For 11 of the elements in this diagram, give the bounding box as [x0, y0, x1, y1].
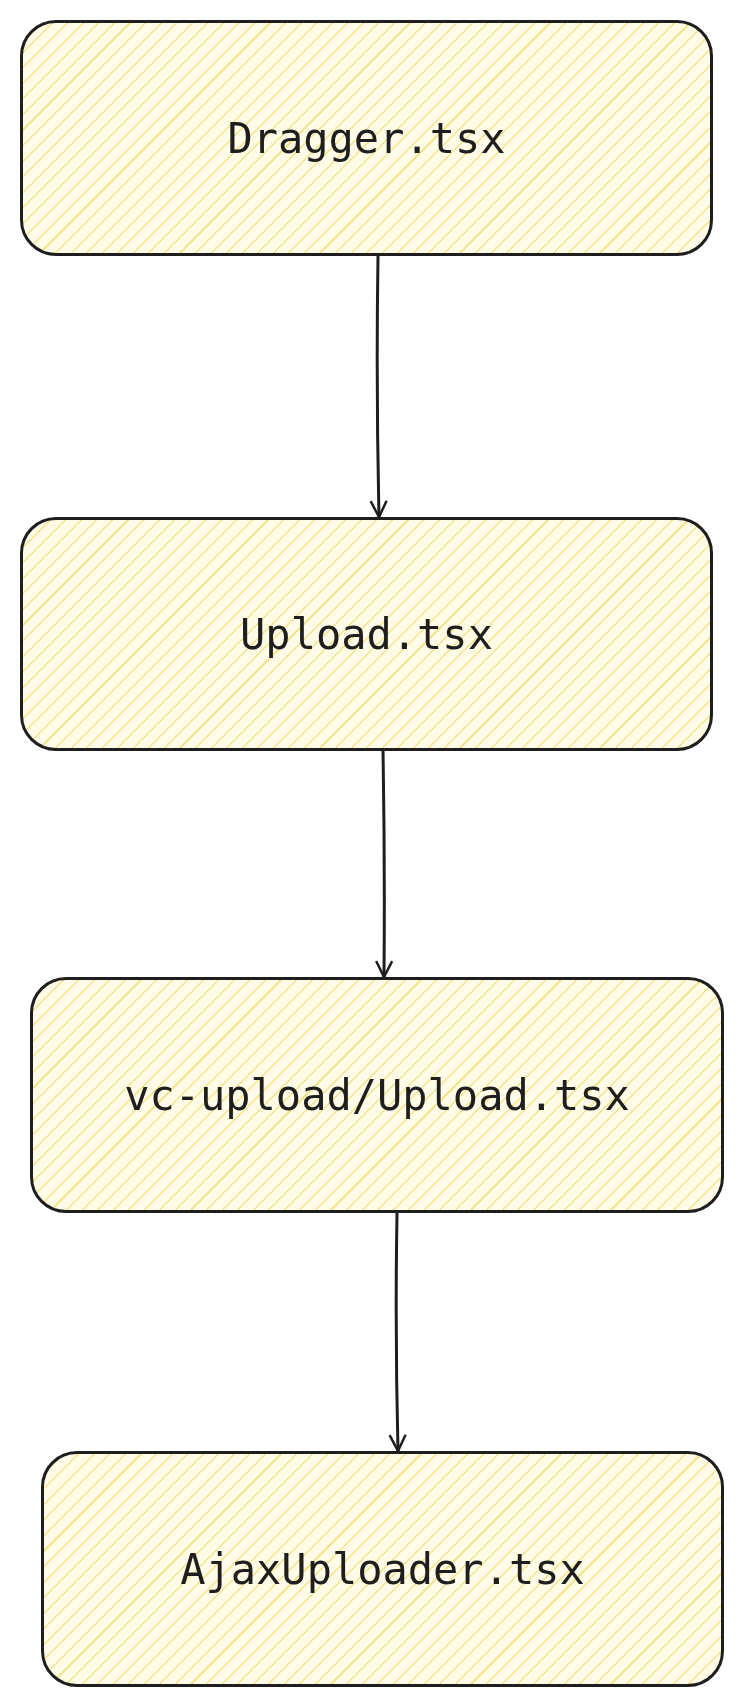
process-box — [20, 517, 713, 751]
arrow — [374, 750, 394, 979]
file-name: AjaxUploader.tsx — [180, 1544, 585, 1594]
file-name: Dragger.tsx — [227, 113, 506, 163]
process-box — [30, 977, 724, 1213]
arrow — [369, 255, 388, 519]
process-box — [20, 20, 713, 256]
file-name: Upload.tsx — [240, 609, 493, 659]
arrow — [388, 1212, 407, 1453]
file-name: vc-upload/Upload.tsx — [124, 1070, 630, 1120]
process-box — [41, 1451, 724, 1687]
